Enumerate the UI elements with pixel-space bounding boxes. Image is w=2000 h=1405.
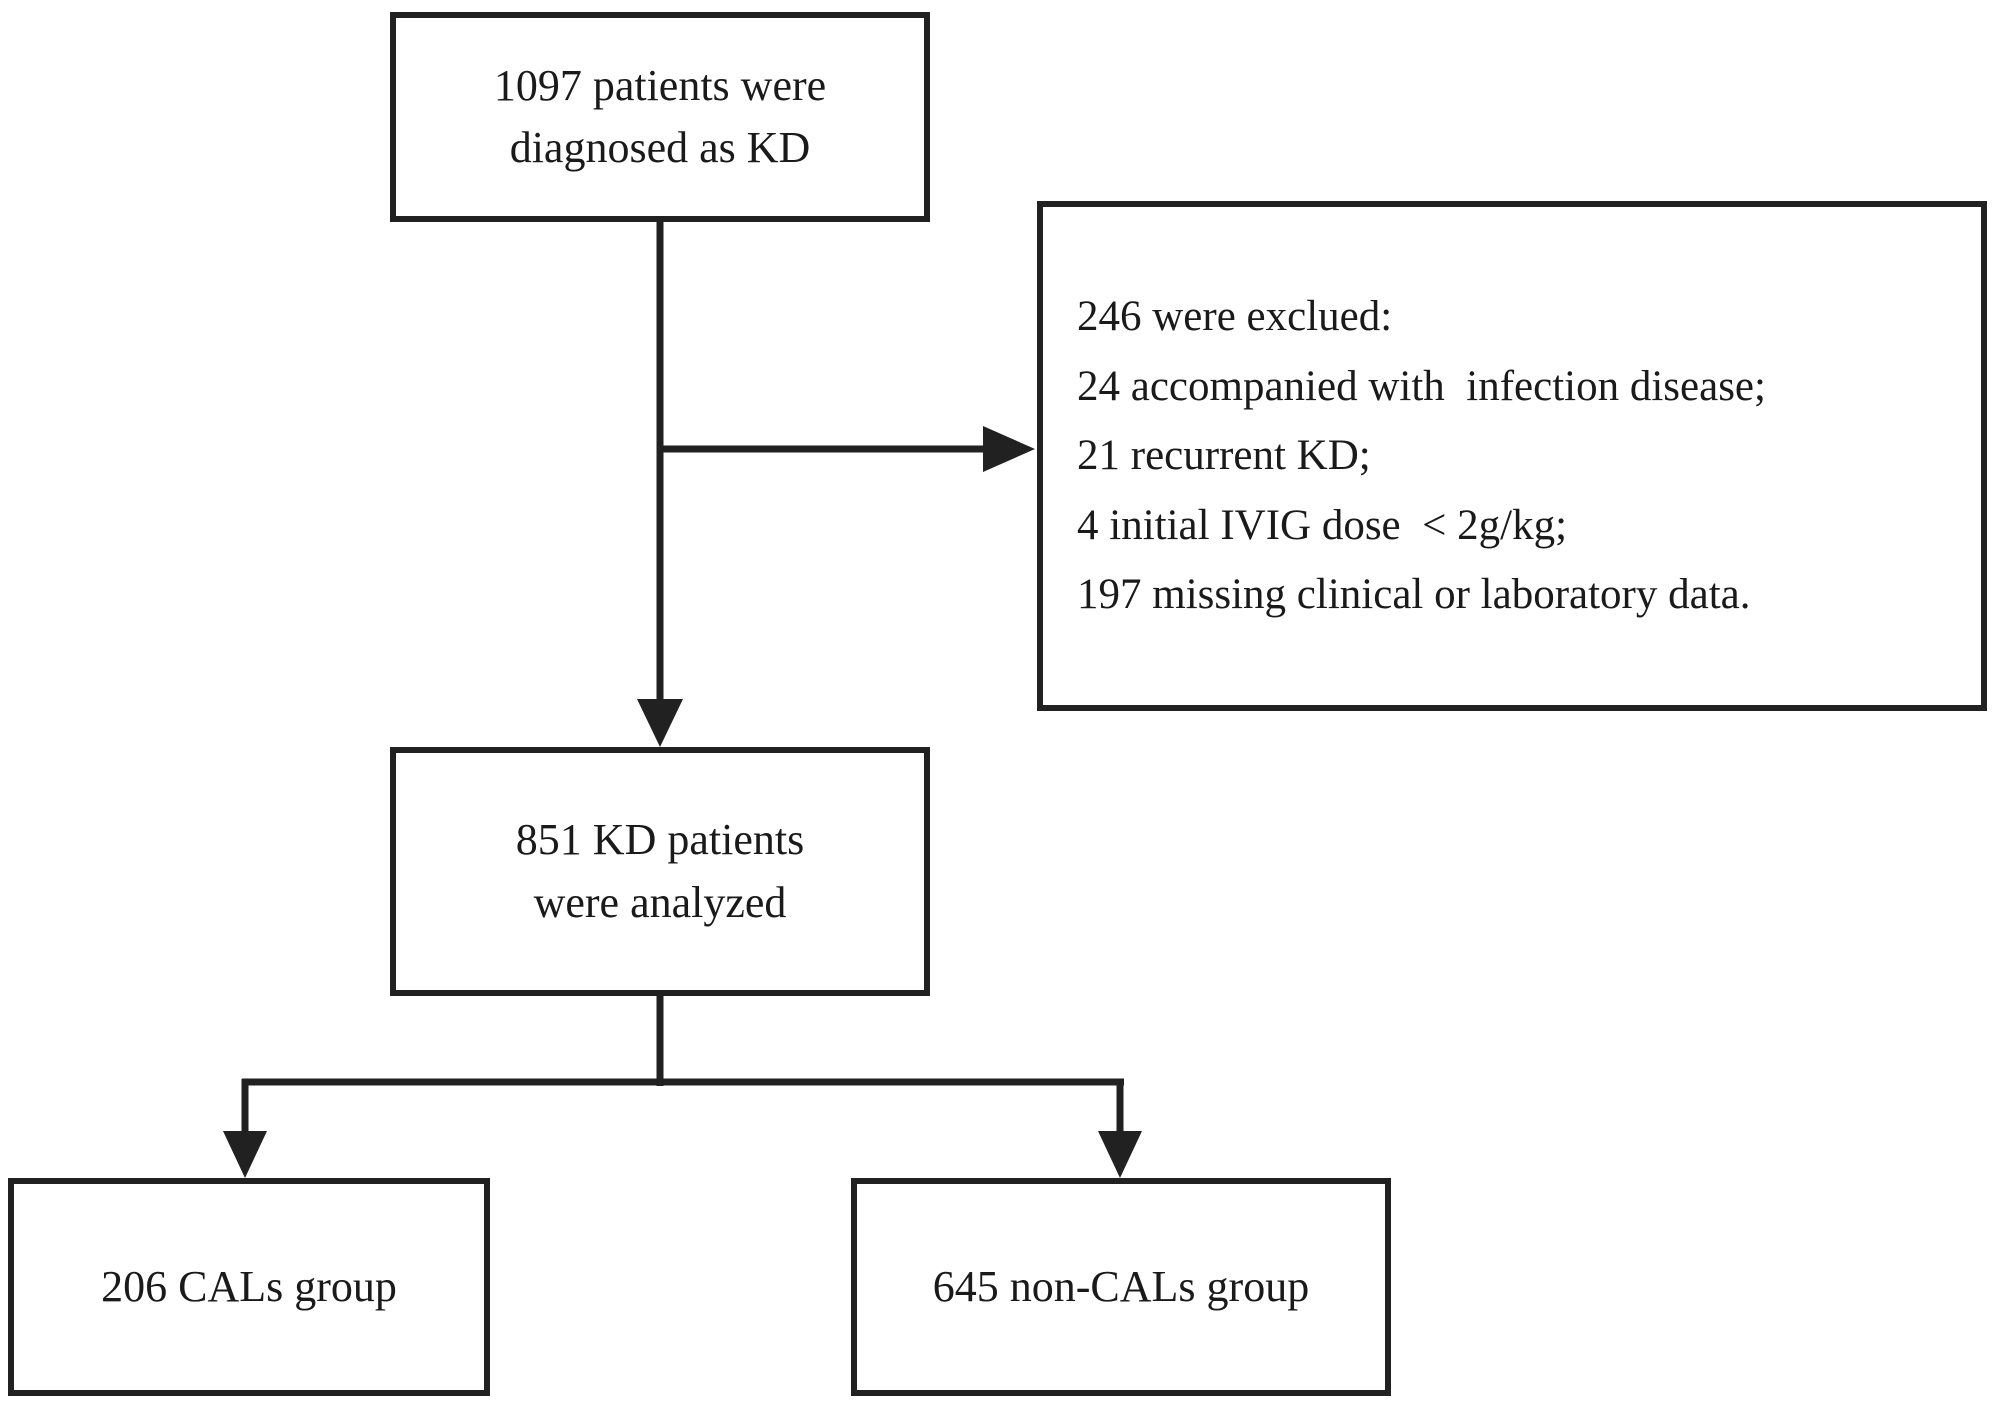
analyzed-box-line2: were analyzed xyxy=(533,877,787,927)
non-cals-group-box: 645 non-CALs group xyxy=(851,1178,1391,1396)
arrowhead-down-noncals xyxy=(1098,1131,1142,1178)
arrowhead-right-exclusion xyxy=(983,426,1035,472)
diagnosed-box: 1097 patients were diagnosed as KD xyxy=(390,12,930,222)
exclusion-line-missing-data: 197 missing clinical or laboratory data. xyxy=(1077,571,1751,619)
arrowhead-down-cals xyxy=(223,1131,267,1178)
analyzed-box: 851 KD patients were analyzed xyxy=(390,747,930,996)
cals-group-box: 206 CALs group xyxy=(8,1178,490,1396)
exclusion-line-ivig: 4 initial IVIG dose < 2g/kg; xyxy=(1077,501,1568,549)
cals-group-label: 206 CALs group xyxy=(101,1261,397,1311)
exclusion-box: 246 were exclued: 24 accompanied with in… xyxy=(1037,201,1987,711)
diagnosed-box-line2: diagnosed as KD xyxy=(509,123,811,172)
arrowhead-down-analyzed xyxy=(637,699,683,747)
exclusion-line-total: 246 were exclued: xyxy=(1077,292,1393,340)
exclusion-line-recurrent: 21 recurrent KD; xyxy=(1077,432,1371,480)
analyzed-box-line1: 851 KD patients xyxy=(515,815,805,865)
diagnosed-box-line1: 1097 patients were xyxy=(493,60,827,110)
non-cals-group-label: 645 non-CALs group xyxy=(932,1261,1310,1311)
exclusion-line-infection: 24 accompanied with infection disease; xyxy=(1077,362,1766,410)
